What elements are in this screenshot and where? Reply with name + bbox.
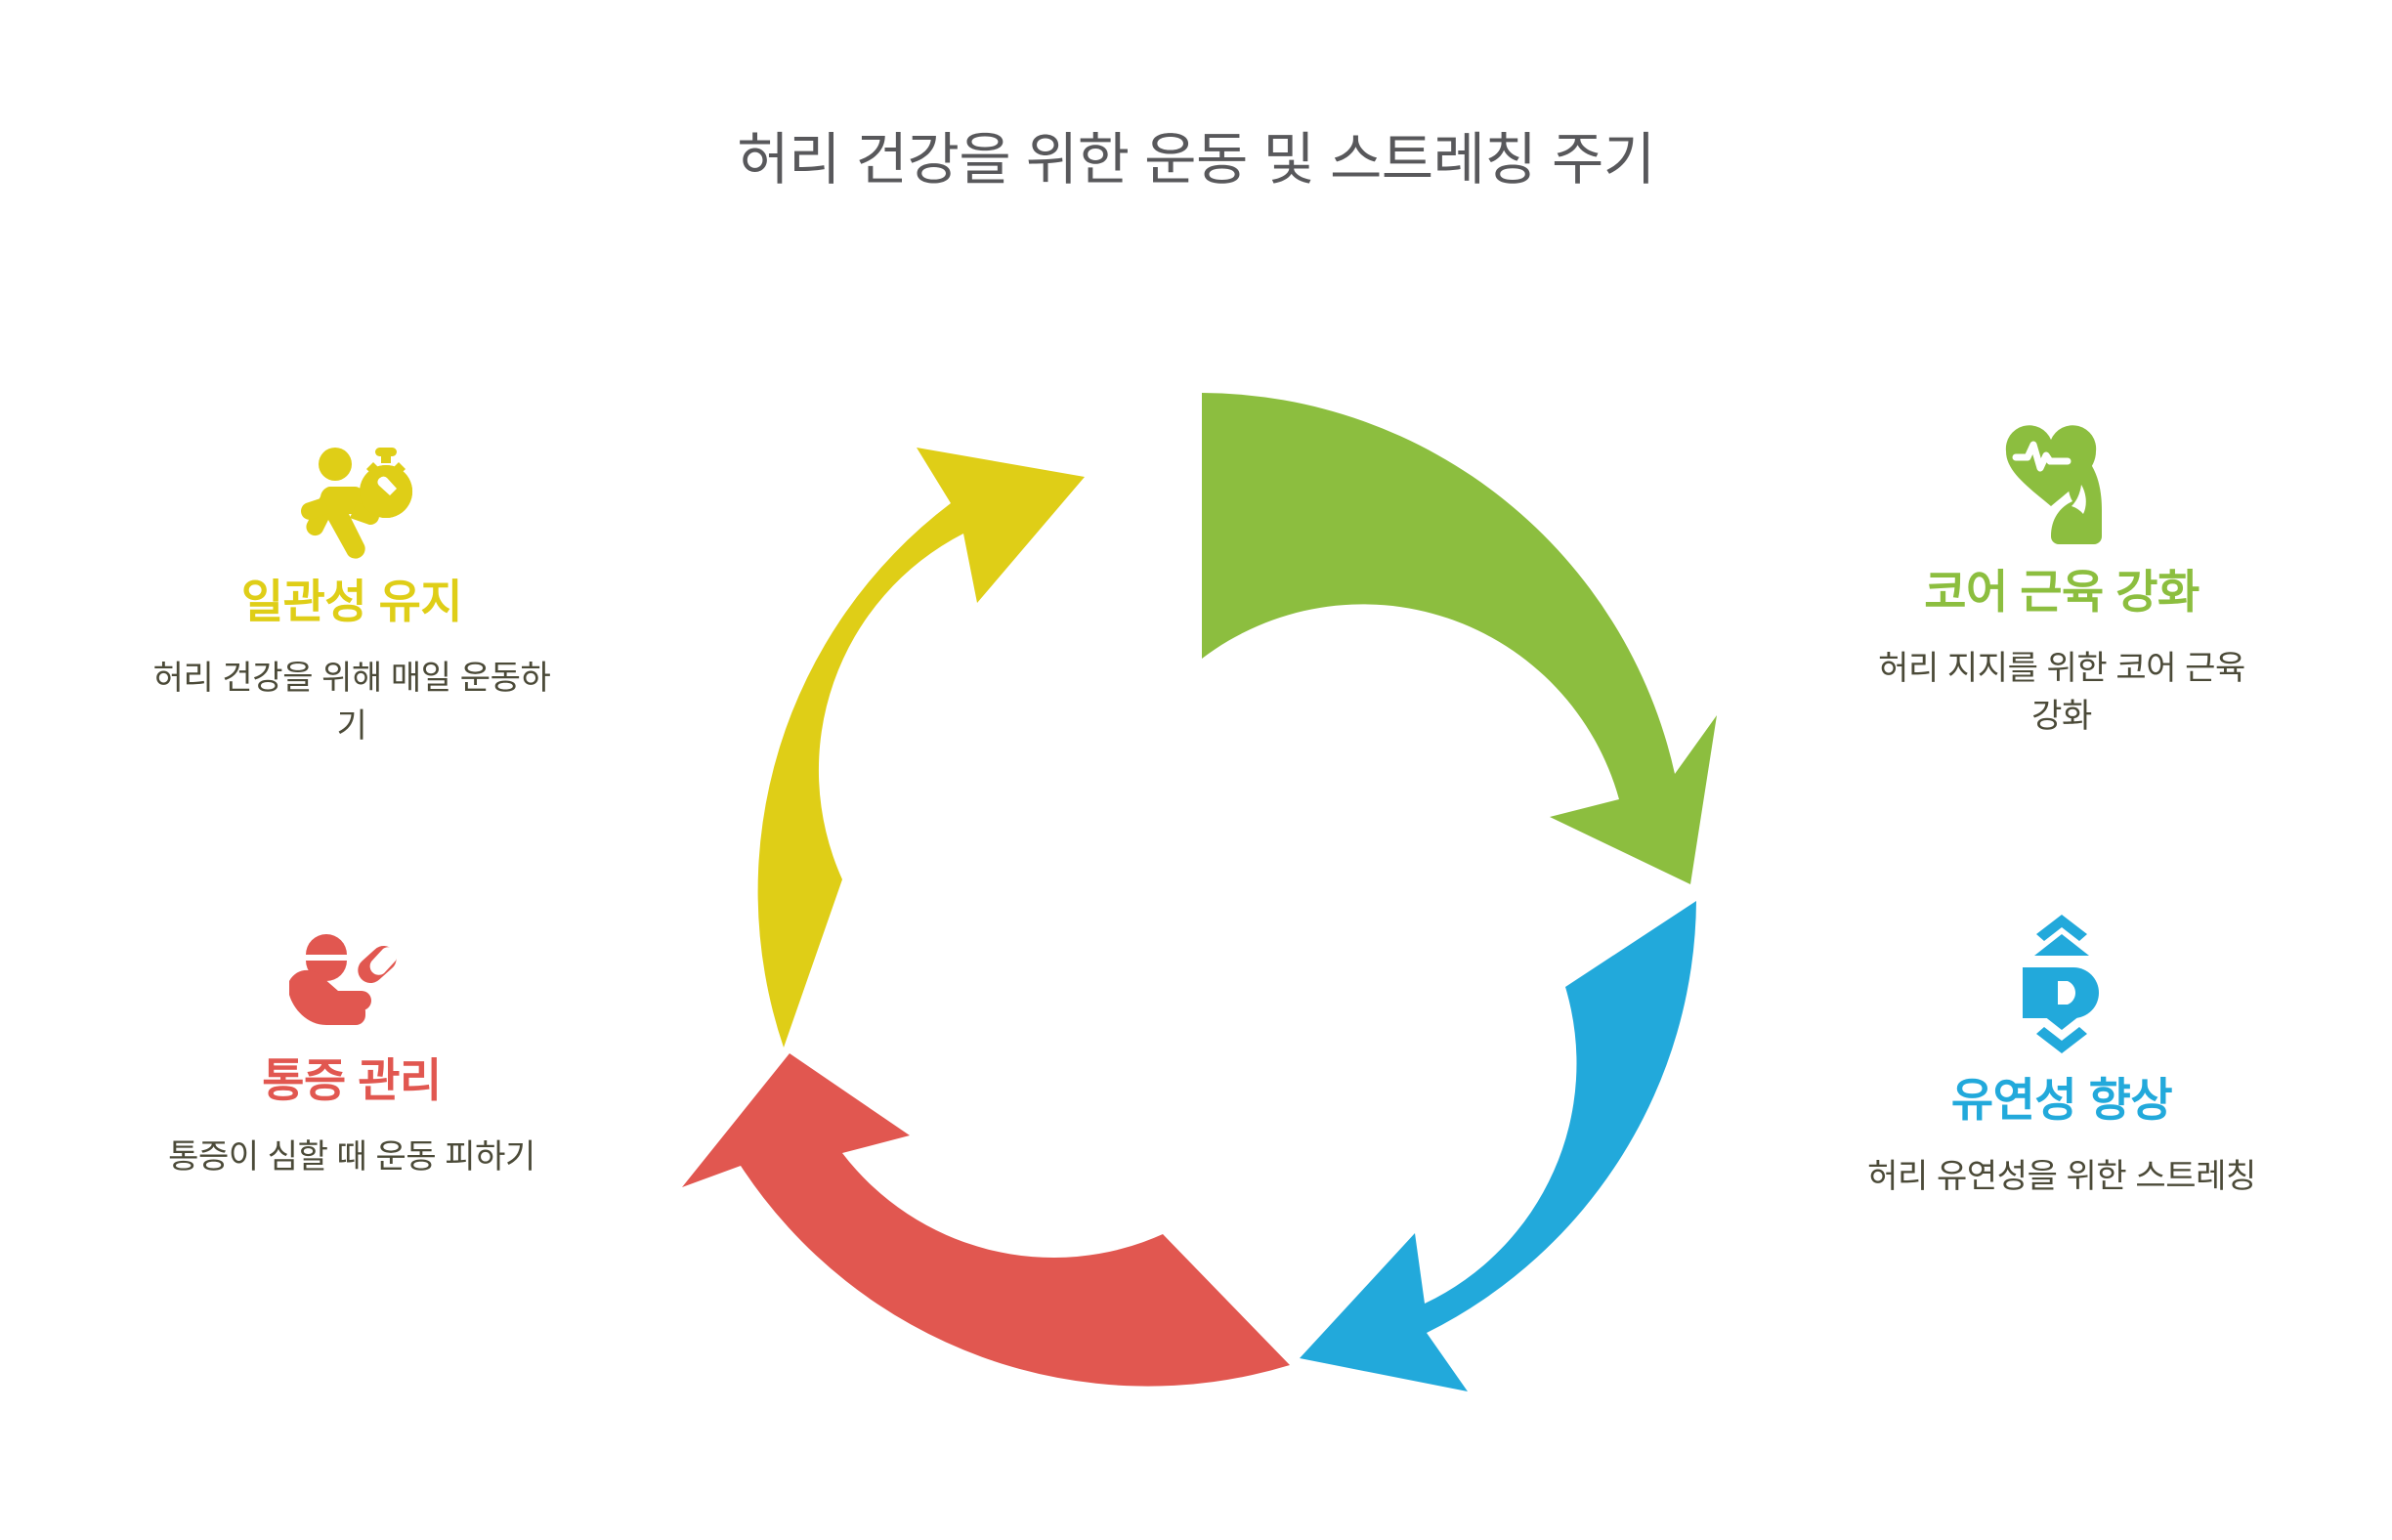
cycle-item-consistency[interactable]: 일관성 유지 허리 건강을 위해 매일 운동하기	[78, 430, 625, 749]
cycle-arrows-final	[635, 313, 1769, 1446]
segment-yellow[interactable]	[757, 448, 1085, 1048]
item-description-flexibility: 허리 유연성을 위한 스트레칭	[1867, 1158, 2256, 1196]
item-description-pain: 통증이 심할 때 운동 피하기	[168, 1138, 535, 1176]
page-title: 허리 건강을 위한 운동 및 스트레칭 주기	[737, 128, 1655, 192]
cycle-item-flexibility[interactable]: 유연성 향상 허리 유연성을 위한 스트레칭	[1788, 915, 2335, 1201]
item-description-core: 허리 지지를 위한 코어 근육 강화	[1878, 650, 2245, 735]
cycle-diagram	[635, 313, 1769, 1446]
cycle-arrow-ring	[635, 313, 1769, 1446]
segment-green[interactable]	[1202, 393, 1717, 884]
heart-pulse-bicep-icon	[1788, 420, 2335, 549]
item-description-consistency: 허리 건강을 위해 매일 운동하기	[152, 660, 551, 745]
item-heading-flexibility: 유연성 향상	[1950, 1074, 2173, 1126]
cycle-item-pain[interactable]: 통증 관리 통증이 심할 때 운동 피하기	[78, 909, 625, 1181]
runner-stopwatch-icon	[78, 430, 625, 559]
segment-blue[interactable]	[1300, 901, 1696, 1391]
vertical-stretch-icon	[1788, 915, 2335, 1057]
hand-pills-icon	[78, 909, 625, 1038]
item-heading-consistency: 일관성 유지	[240, 576, 463, 627]
item-heading-core: 코어 근육 강화	[1924, 566, 2200, 618]
cycle-item-core[interactable]: 코어 근육 강화 허리 지지를 위한 코어 근육 강화	[1788, 420, 2335, 740]
segment-red[interactable]	[682, 1053, 1290, 1387]
item-heading-pain: 통증 관리	[262, 1054, 442, 1106]
